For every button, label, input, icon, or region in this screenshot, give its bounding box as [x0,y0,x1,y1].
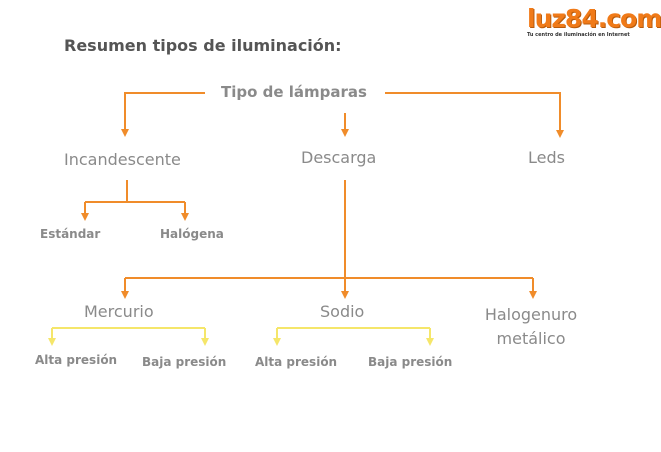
incandescente-connectors [81,180,189,221]
connector-root-leds [385,92,564,138]
brand-logo: luz84.com Tu centro de iluminación en In… [527,6,661,44]
node-mercurio: Mercurio [84,302,154,321]
node-incandescente: Incandescente [64,150,181,169]
node-halogenuro-line2: metálico [496,329,566,348]
logo-brand-text: luz84.com [527,4,661,33]
node-sodio: Sodio [320,302,365,321]
node-halogenuro-line1: Halogenuro [484,305,578,324]
connector-root-incandescente [121,92,205,137]
node-mercurio-baja-presion: Baja presión [142,355,227,369]
node-halogena: Halógena [160,227,224,241]
logo-tagline: Tu centro de iluminación en Internet [527,32,630,38]
descarga-connectors [121,180,537,299]
diagram-connectors [48,92,564,346]
node-estandar: Estándar [40,227,101,241]
node-halogenuro: Halogenuro [485,307,577,323]
root-connectors [121,92,564,138]
node-mercurio-alta-presion: Alta presión [35,353,118,367]
page-title: Resumen tipos de iluminación: [64,36,342,55]
sodio-connectors [273,327,434,346]
node-tipo-de-lamparas: Tipo de lámparas [221,83,367,101]
node-sodio-alta-presion: Alta presión [255,355,338,369]
mercurio-connectors [48,327,209,346]
node-sodio-baja-presion: Baja presión [368,355,453,369]
node-leds: Leds [528,148,565,167]
node-metalico: metálico [497,331,566,347]
node-descarga: Descarga [301,148,377,167]
